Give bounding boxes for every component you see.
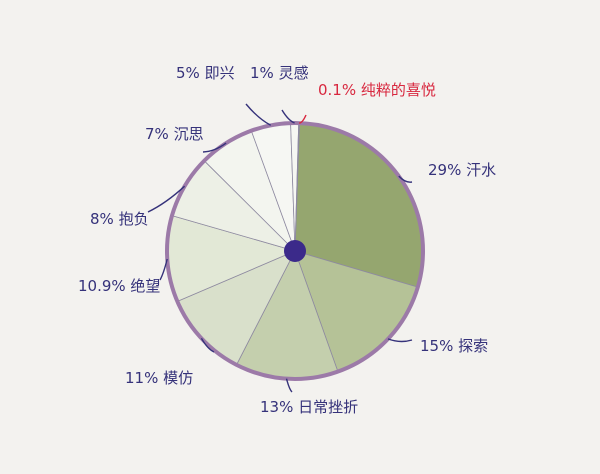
pie-center-dot	[284, 240, 306, 262]
slice-label: 1% 灵感	[250, 64, 309, 82]
slice-label: 15% 探索	[420, 337, 488, 355]
slice-label: 11% 模仿	[125, 369, 193, 387]
slice-label: 10.9% 绝望	[78, 277, 160, 295]
slice-label: 13% 日常挫折	[260, 398, 358, 416]
slice-label: 29% 汗水	[428, 161, 496, 179]
leader-line	[398, 175, 413, 183]
leader-line	[202, 142, 227, 153]
leader-line	[281, 109, 295, 124]
leader-line	[200, 337, 215, 353]
leader-line	[387, 338, 413, 343]
leader-line	[285, 378, 293, 393]
leader-line	[298, 114, 307, 124]
leader-line	[245, 103, 272, 126]
leader-line	[147, 185, 186, 213]
slice-label: 7% 沉思	[145, 125, 204, 143]
pie-outline	[165, 121, 425, 381]
slice-label: 5% 即兴	[176, 64, 235, 82]
slice-label: 8% 抱负	[90, 210, 149, 228]
slice-label: 0.1% 纯粹的喜悦	[318, 81, 436, 99]
leader-line	[159, 258, 168, 281]
